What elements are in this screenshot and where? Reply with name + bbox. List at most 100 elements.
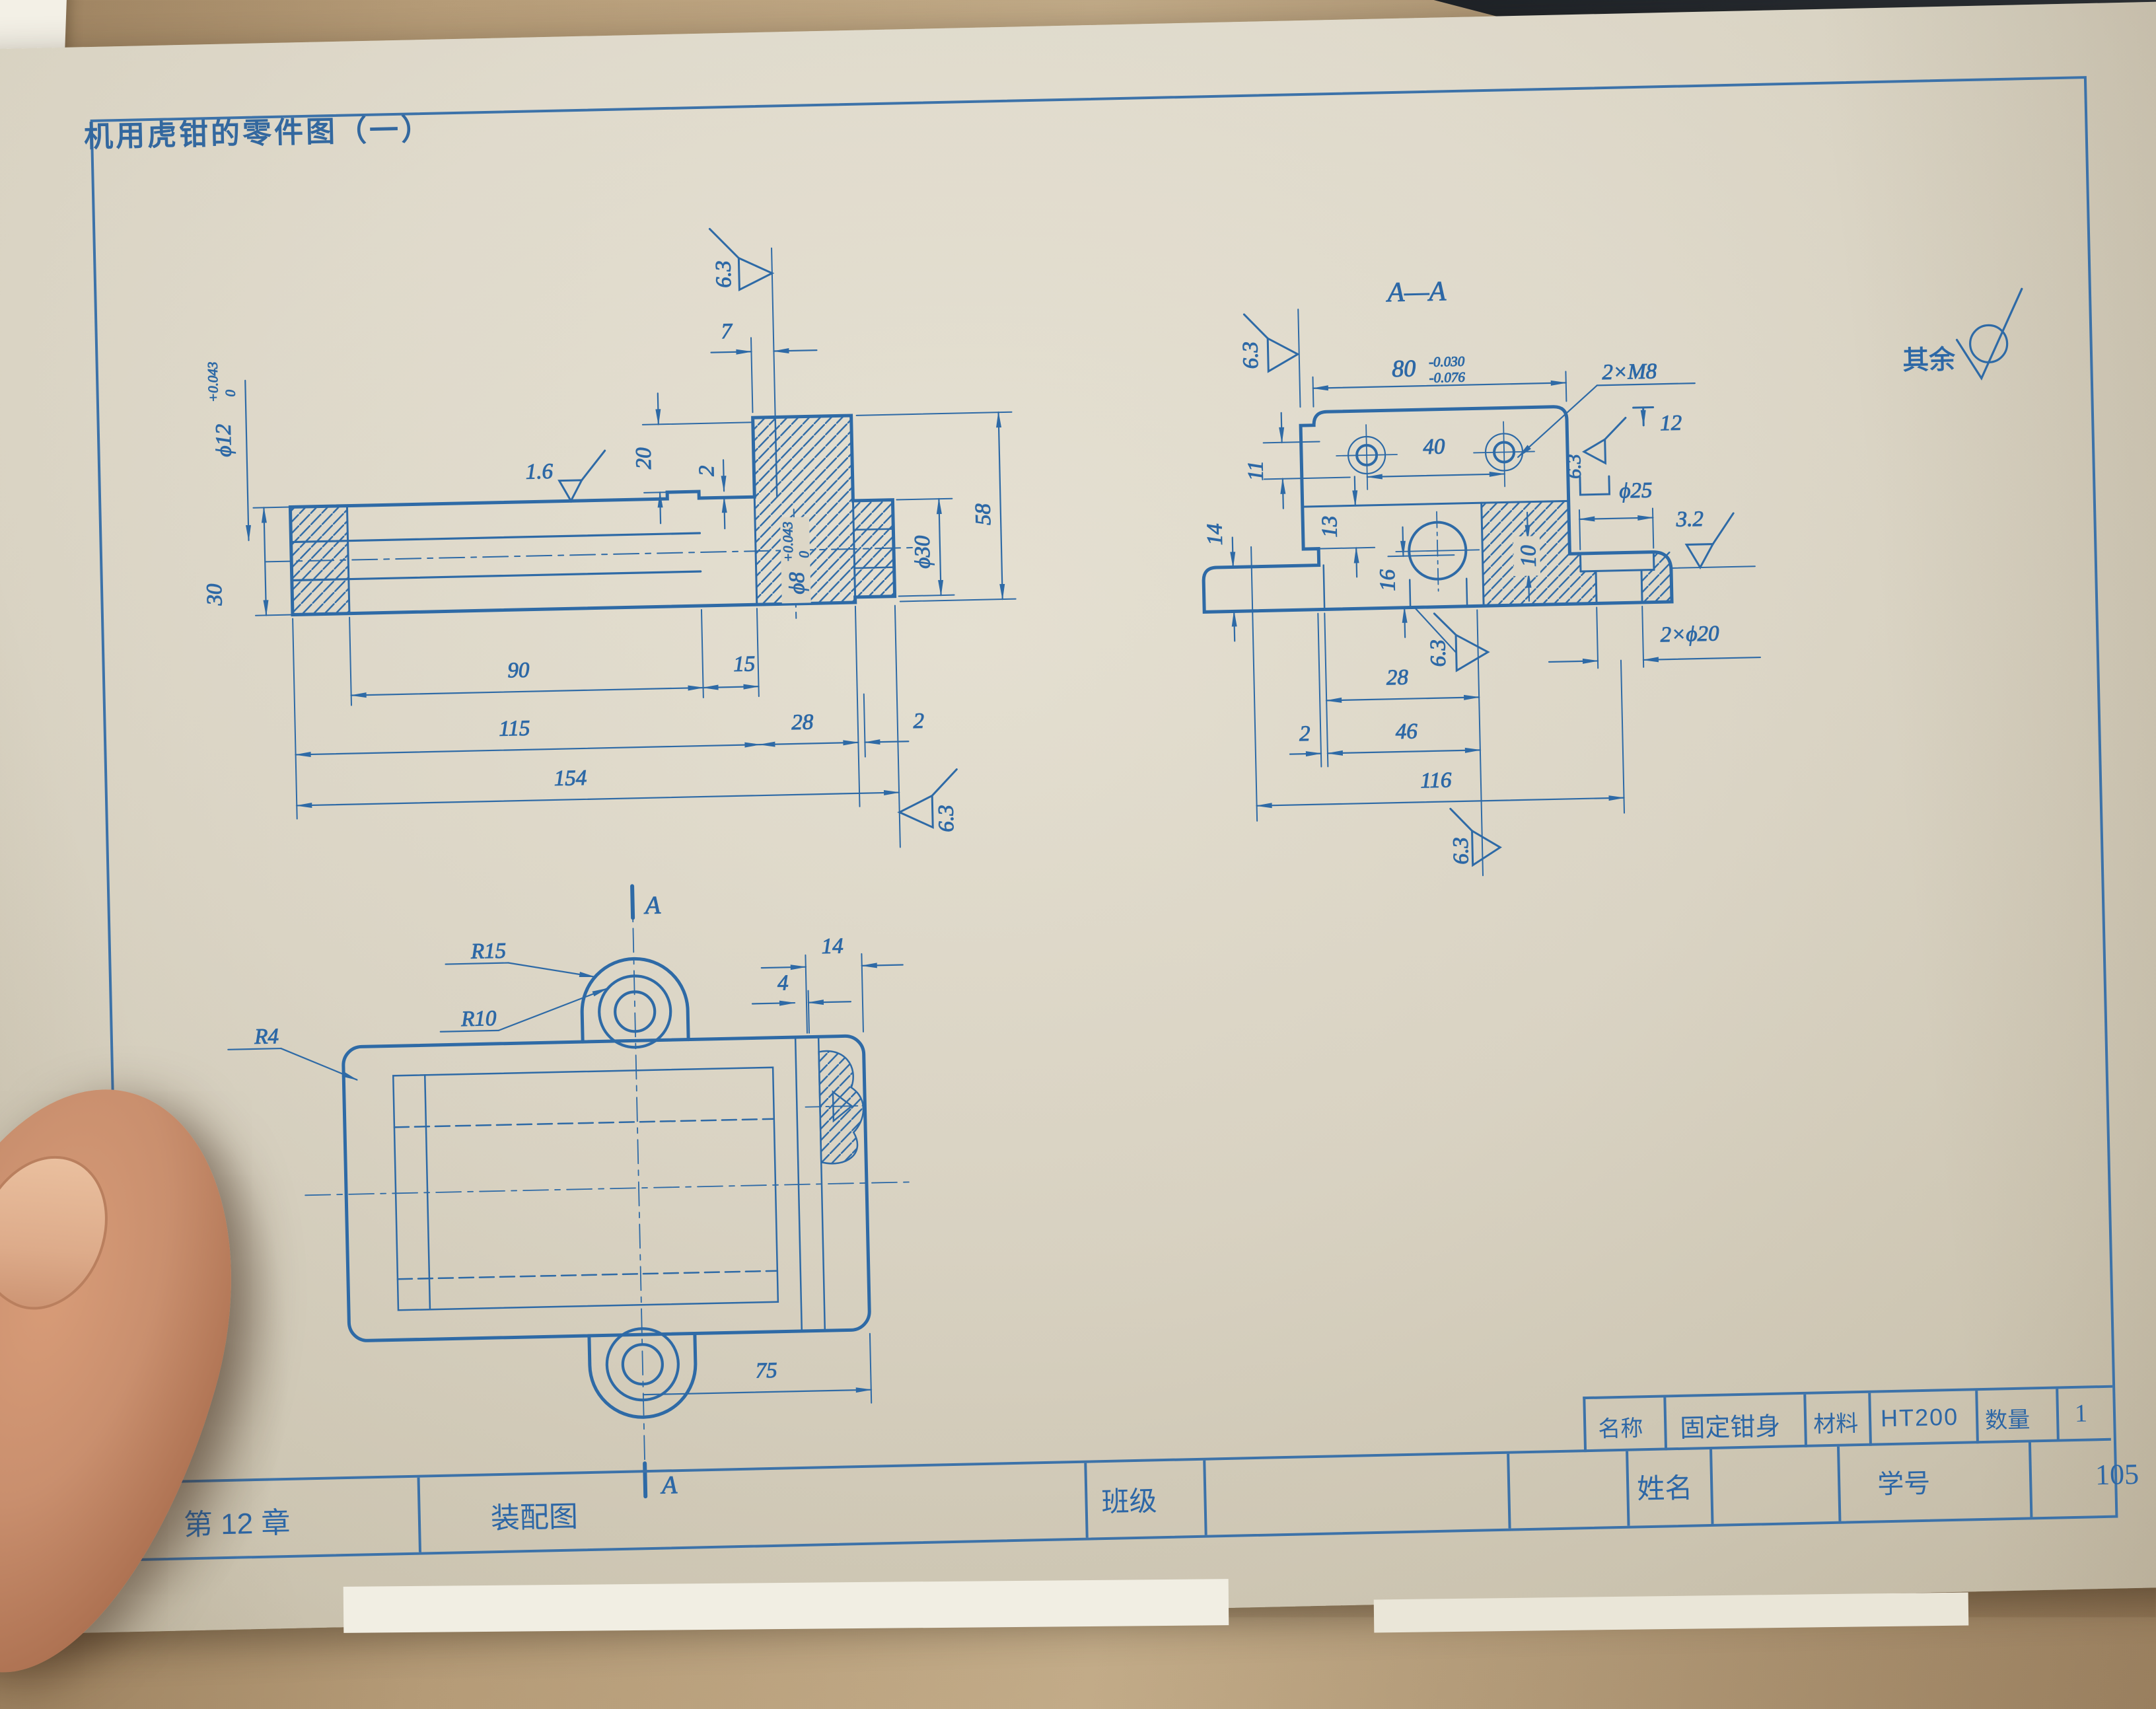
counterbore-symbol-icon	[1579, 475, 1611, 496]
dim-depth12: 12	[1660, 412, 1682, 436]
section-mark-a-top: A	[643, 891, 661, 920]
student-id-label: 学号	[1877, 1469, 1931, 1500]
dim-2xdia20: 2×ϕ20	[1660, 622, 1719, 647]
dim-4: 4	[777, 971, 789, 995]
dim-90: 90	[507, 659, 530, 683]
band-divider	[1709, 1449, 1714, 1524]
dim-13: 13	[1318, 515, 1342, 538]
underlying-sheet-bottom	[343, 1579, 1229, 1633]
dim-dia30: ϕ30	[911, 535, 935, 569]
surface-finish-icon: 1.6	[525, 449, 606, 503]
surface-finish-icon: 6.3	[1415, 608, 1490, 673]
qty-label: 数量	[1984, 1407, 2030, 1434]
svg-text:+0.043: +0.043	[205, 361, 221, 402]
band-divider	[1203, 1460, 1207, 1535]
dim-2: 2	[1299, 722, 1311, 746]
svg-text:ϕ12: ϕ12	[212, 423, 236, 457]
dim-15: 15	[733, 652, 756, 676]
section-mark-a-bottom: A	[659, 1471, 678, 1500]
dim-75: 75	[755, 1359, 777, 1383]
dim-115: 115	[499, 717, 530, 741]
svg-text:ϕ8: ϕ8	[785, 571, 810, 595]
tapped-hole-right	[1473, 421, 1535, 488]
tb-divider	[1868, 1393, 1872, 1446]
front-section-view: ϕ8 +0.043 0 30 ϕ12 +0.043 0 1.6	[202, 228, 1017, 848]
dim-r4: R4	[254, 1025, 279, 1049]
surface-finish-icon: 6.3	[1563, 416, 1627, 480]
dim-46: 46	[1395, 719, 1418, 744]
underlying-sheet-bottom-right	[1373, 1592, 1969, 1633]
tb-divider	[1663, 1397, 1668, 1451]
section-title-label: 装配图	[490, 1500, 579, 1535]
svg-text:6.3: 6.3	[1563, 454, 1585, 479]
dim-116: 116	[1420, 768, 1452, 793]
svg-text:6.3: 6.3	[711, 260, 736, 288]
dim-r15: R15	[470, 939, 507, 964]
thumb-nail	[0, 1134, 132, 1329]
dim-2-lip: 2	[695, 465, 719, 476]
material-label: 材料	[1813, 1411, 1859, 1437]
name-label: 名称	[1597, 1416, 1643, 1442]
dim-10: 10	[1513, 536, 1541, 577]
dim-40: 40	[1423, 435, 1445, 459]
svg-text:+0.043: +0.043	[779, 521, 796, 562]
rest-label: 其余	[1902, 345, 1956, 376]
dim-28f: 28	[791, 710, 814, 735]
default-surface-finish: 其余	[1902, 287, 2023, 381]
section-aa-view: A—A	[1202, 276, 1762, 877]
band-divider	[1507, 1453, 1511, 1529]
drawing-views-canvas: ϕ8 +0.043 0 30 ϕ12 +0.043 0 1.6	[202, 228, 2023, 1500]
surface-finish-icon: 6.3	[897, 768, 959, 833]
dim-11: 11	[1244, 460, 1268, 481]
dim-30: 30	[203, 583, 227, 606]
depth-symbol-icon	[1632, 406, 1655, 427]
surface-finish-icon: 6.3	[1449, 807, 1502, 867]
dim-7: 7	[721, 320, 733, 344]
dim-28: 28	[1386, 666, 1409, 690]
svg-text:6.3: 6.3	[1239, 342, 1263, 369]
dim-cbore25: ϕ25	[1619, 479, 1653, 503]
dim-80: 80 -0.030 -0.076	[1391, 353, 1466, 386]
dim-14: 14	[1203, 523, 1227, 546]
dim-20: 20	[632, 447, 657, 469]
drawing-paper: 机用虎钳的零件图（一）	[0, 1, 2156, 1635]
surface-finish-icon: 3.2	[1675, 507, 1735, 570]
material-value: HT200	[1880, 1402, 1959, 1432]
tb-divider	[1975, 1391, 1979, 1444]
part-name: 固定钳身	[1679, 1412, 1781, 1443]
band-divider	[1837, 1446, 1842, 1521]
dim-154: 154	[554, 766, 587, 791]
dim-58: 58	[972, 503, 996, 525]
svg-text:0: 0	[796, 550, 812, 558]
svg-text:-0.030: -0.030	[1429, 353, 1465, 370]
svg-text:80: 80	[1392, 355, 1416, 382]
dim-16: 16	[1376, 569, 1400, 591]
person-name-label: 姓名	[1636, 1472, 1693, 1505]
svg-text:3.2: 3.2	[1675, 507, 1704, 532]
top-view: A A R15	[227, 884, 914, 1500]
band-divider	[1084, 1463, 1089, 1538]
surface-finish-icon: 6.3	[708, 228, 775, 292]
dim-dia8: ϕ8 +0.043 0	[779, 517, 812, 604]
dim-r10: R10	[460, 1007, 497, 1031]
dim-dia12: ϕ12 +0.043 0	[204, 361, 238, 458]
class-label: 班级	[1101, 1485, 1158, 1518]
svg-text:6.3: 6.3	[934, 805, 958, 832]
dim-2-right: 2	[913, 709, 924, 733]
tb-divider	[1803, 1394, 1808, 1447]
surface-finish-icon: 6.3	[1239, 313, 1300, 373]
broken-out-section	[805, 1050, 866, 1165]
svg-text:6.3: 6.3	[1449, 837, 1474, 865]
svg-text:-0.076: -0.076	[1429, 369, 1465, 386]
tapped-hole-left	[1336, 424, 1398, 490]
band-divider	[2028, 1442, 2033, 1517]
qty-value: 1	[2074, 1399, 2088, 1428]
band-divider	[1626, 1451, 1630, 1526]
dim-thread: 2×M8	[1602, 359, 1657, 384]
svg-text:6.3: 6.3	[1426, 639, 1451, 667]
title-block: 名称 固定钳身 材料 HT200 数量 1	[1583, 1385, 2114, 1453]
svg-text:10: 10	[1517, 544, 1541, 567]
svg-text:0: 0	[223, 389, 238, 397]
surface-finish-circle-icon	[1955, 287, 2023, 381]
